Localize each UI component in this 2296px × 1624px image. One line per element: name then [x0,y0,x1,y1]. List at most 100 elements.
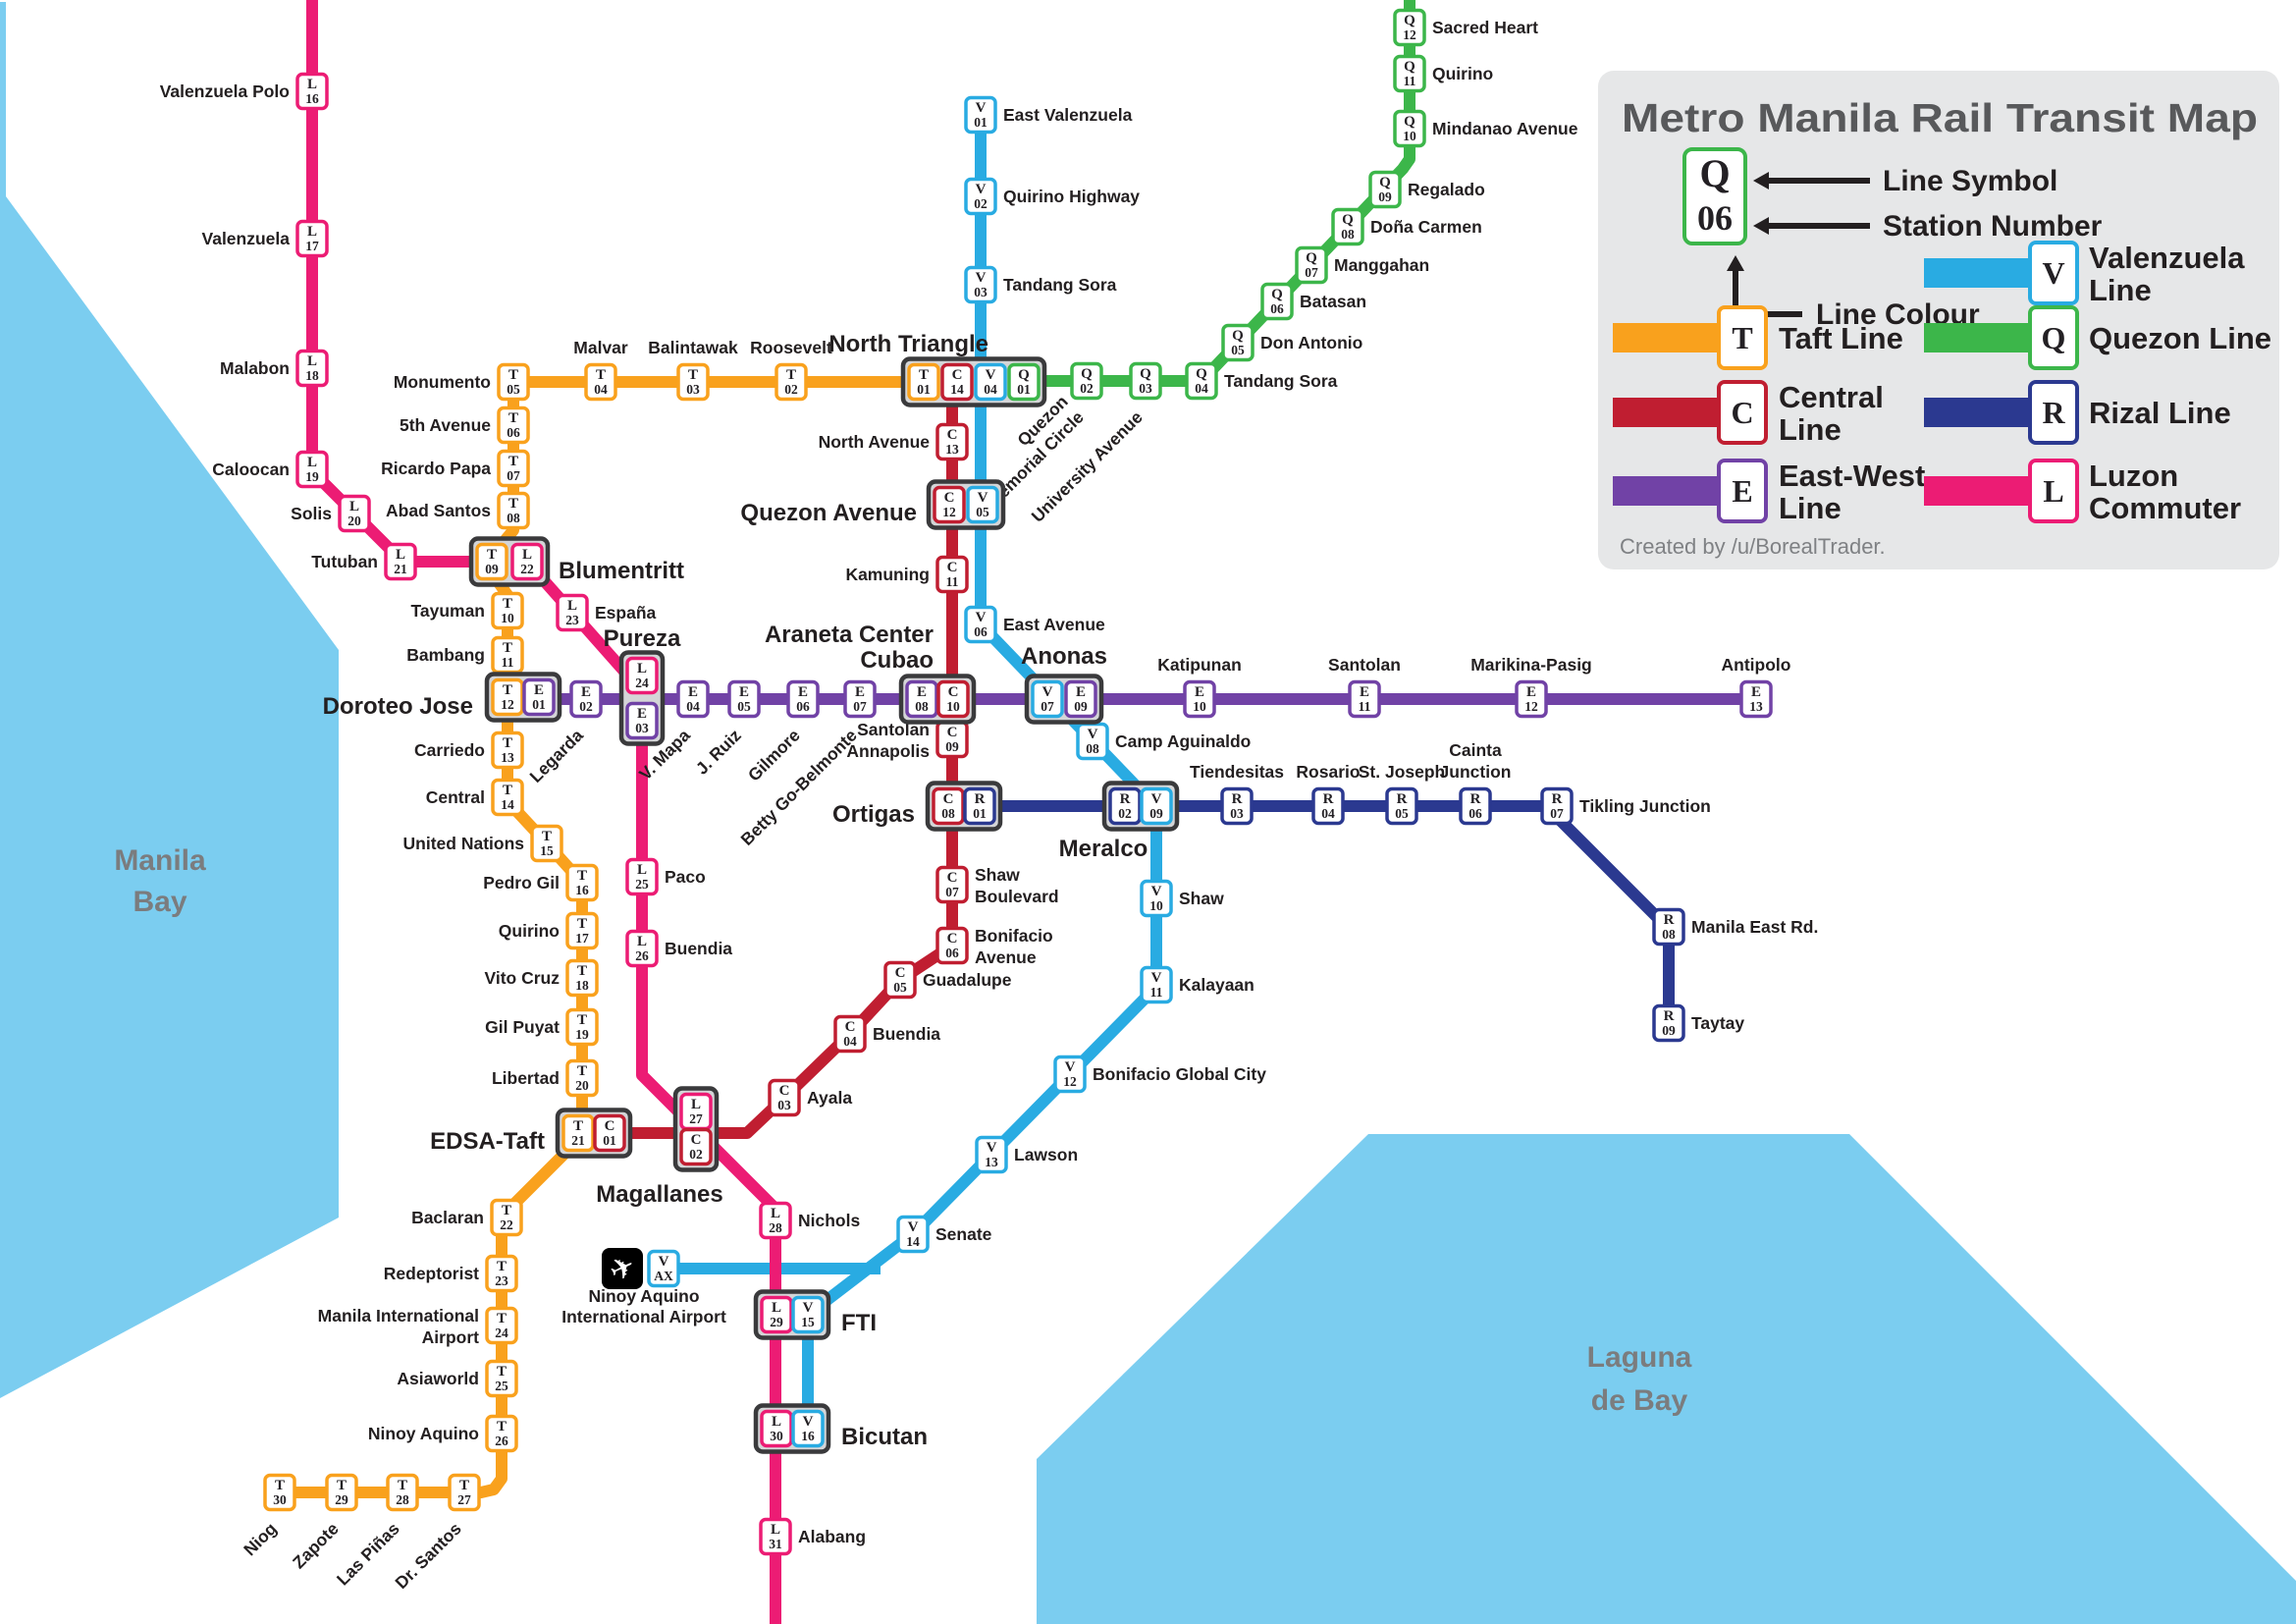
svg-text:C: C [947,725,958,740]
svg-text:E: E [917,684,927,700]
station-badge-V13: V13 [975,1135,1008,1174]
station-label-T29: Zapote [289,1519,343,1573]
svg-text:T: T [508,496,518,512]
station-badge-L29: L29 [760,1295,793,1334]
legend-item-letter: C [1731,395,1753,430]
station-badge-V08: V08 [1076,722,1109,761]
svg-text:R: R [975,791,986,807]
svg-text:29: 29 [770,1315,783,1329]
station-label-C04: Buendia [873,1024,940,1044]
station-label-C11: Kamuning [845,565,930,584]
svg-text:06: 06 [945,946,959,960]
svg-text:E: E [1526,684,1536,700]
interchange-label-edsa-taft: EDSA-Taft [430,1128,545,1155]
legend-item-name: East-West [1779,459,1925,493]
station-T05: T05 Monumento [394,362,530,402]
station-badge-V11: V11 [1140,965,1173,1004]
station-label-T17: Quirino [499,921,560,941]
station-label-T13: Carriedo [414,740,485,760]
station-badge-L27: L27 [679,1092,713,1131]
station-label-C05: Guadalupe [923,970,1012,990]
station-badge-R05: R05 [1385,786,1418,826]
svg-text:T: T [497,1311,507,1326]
svg-text:05: 05 [976,505,989,519]
svg-text:08: 08 [1086,741,1099,756]
station-badge-T22: T22 [490,1198,523,1237]
svg-text:T: T [398,1478,407,1493]
station-label-V11: Kalayaan [1179,975,1255,995]
station-label-T23: Redeptorist [384,1264,479,1283]
station-label-T24: Manila International [318,1306,479,1326]
station-label-Q06: Batasan [1300,292,1366,311]
station-badge-E02: E02 [569,679,603,719]
svg-text:12: 12 [1524,699,1538,714]
svg-text:02: 02 [974,196,988,211]
station-label-T11: Bambang [406,645,485,665]
station-label-T25: Asiaworld [397,1369,479,1388]
legend-item-name: Line [1779,412,1842,447]
interchange-label-araneta-center-cubao: Araneta Center [765,622,934,648]
svg-text:T: T [459,1478,469,1493]
svg-text:R: R [1664,912,1675,928]
station-badge-C13: C13 [935,422,969,461]
station-badge-C05: C05 [883,960,917,1000]
svg-text:01: 01 [532,697,546,712]
legend-item-badge [2028,459,2079,523]
station-label-C09: Annapolis [846,741,930,761]
station-label-T24: Airport [422,1327,480,1347]
svg-text:06: 06 [1468,806,1482,821]
station-badge-V09: V09 [1140,786,1173,826]
svg-text:T: T [275,1478,285,1493]
svg-text:Q: Q [1140,366,1151,382]
svg-text:L: L [637,661,647,677]
legend-item-letter: T [1732,320,1752,355]
svg-text:C: C [943,791,954,807]
legend-item-name: Line [2089,273,2152,307]
svg-text:09: 09 [1074,699,1088,714]
station-badge-L24: L24 [625,656,659,695]
svg-text:T: T [688,367,698,383]
svg-text:Q: Q [1379,175,1391,190]
station-badge-T24: T24 [485,1306,518,1345]
station-label-T07: Ricardo Papa [381,459,491,478]
svg-text:27: 27 [689,1111,703,1126]
svg-text:R: R [1323,791,1334,807]
station-label-T04: Malvar [573,338,628,357]
station-label-R03: Tiendesitas [1190,762,1284,782]
station-label-T02: Roosevelt [750,338,832,357]
station-badge-T05: T05 [497,362,530,402]
svg-text:10: 10 [1149,898,1163,913]
station-label-Q10: Mindanao Avenue [1432,119,1578,138]
interchange-label-quezon-avenue: Quezon Avenue [740,500,917,526]
interchange-label-magallanes: Magallanes [596,1181,722,1208]
svg-text:T: T [577,1012,587,1028]
station-badge-T15: T15 [530,824,563,863]
station-badge-T09: T09 [475,542,508,581]
legend-sample-badge [1682,147,1747,245]
svg-text:C: C [779,1083,790,1099]
station-label-T05: Monumento [394,372,491,392]
svg-text:17: 17 [305,239,319,253]
svg-text:01: 01 [917,382,931,397]
svg-text:Q: Q [1271,287,1283,302]
svg-text:V: V [1088,727,1098,742]
station-label-L26: Buendia [665,939,732,958]
svg-text:07: 07 [1550,806,1564,821]
